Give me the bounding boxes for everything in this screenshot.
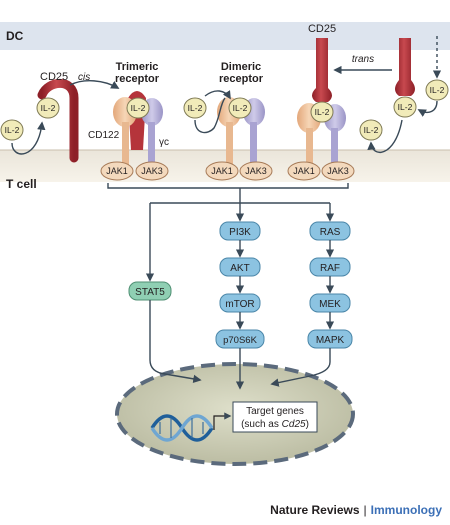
il2-free-mid-label: IL-2 [188, 103, 203, 113]
journal-section: Immunology [370, 503, 442, 517]
jak1-dimeric-label: JAK1 [211, 166, 233, 176]
target-genes-gene: Cd25 [282, 419, 306, 430]
jak1-trimeric-label: JAK1 [106, 166, 128, 176]
figure-credit: Nature Reviews|Immunology [0, 503, 442, 517]
mapk-to-nucleus [270, 348, 331, 387]
p70s6k-label: p70S6K [223, 335, 257, 346]
il2-dc-right-label: IL-2 [398, 102, 413, 112]
il2-trans-label: IL-2 [315, 107, 330, 117]
trimeric-receptor-label-1: Trimeric [116, 61, 159, 73]
target-genes-box [232, 401, 318, 433]
ras-label: RAS [320, 227, 341, 238]
mek-label: MEK [319, 299, 341, 310]
il2-dc-right [393, 96, 417, 118]
target-genes-line1: Target genes [246, 406, 304, 417]
receptor-bracket [107, 183, 349, 189]
jak3-trimeric [135, 161, 169, 181]
jak3-trans [321, 161, 355, 181]
target-genes-suffix: ) [306, 419, 309, 430]
il2-free-left-label: IL-2 [5, 125, 20, 135]
dimeric-receptor-label-2: receptor [219, 73, 264, 85]
pi3k-label: PI3K [229, 227, 251, 238]
pi3k-pathway: PI3K AKT mTOR p70S6K [215, 221, 265, 349]
il2-release-arrow [367, 119, 403, 153]
jak1-trans [287, 161, 321, 181]
il2-left-arrow [11, 121, 46, 155]
target-genes-line2: (such as Cd25) [241, 419, 309, 430]
il2-mid-arrow-top [204, 90, 231, 100]
mapk-label: MAPK [316, 335, 345, 346]
il2-free-right-label: IL-2 [364, 125, 379, 135]
cd122-trimeric-stalk [122, 122, 129, 172]
gamma-trimeric-stalk [148, 122, 155, 172]
il2-free-right [359, 119, 383, 141]
journal-name: Nature Reviews [270, 503, 360, 517]
raf-label: RAF [320, 263, 340, 274]
jak3-trimeric-label: JAK3 [141, 166, 163, 176]
gamma-dimeric-stalk [250, 122, 257, 172]
jak-pair-dimeric: JAK1 JAK3 [205, 161, 273, 181]
jak-pair-trimeric: JAK1 JAK3 [100, 161, 169, 181]
trimeric-receptor-label-2: receptor [115, 73, 160, 85]
trimeric-receptor: IL-2 [113, 91, 163, 172]
trans-label: trans [352, 54, 374, 65]
il2-mid-arrow [194, 97, 226, 134]
jak1-trans-label: JAK1 [293, 166, 315, 176]
jak1-dimeric [205, 161, 239, 181]
cd25-trans-label: CD25 [308, 23, 336, 35]
jak3-trans-label: JAK3 [327, 166, 349, 176]
transcription-start-arrow [213, 412, 232, 430]
credit-separator: | [363, 503, 367, 517]
cd25-cis-label: CD25 [40, 71, 68, 83]
il2-cis-bound-label: IL-2 [41, 103, 56, 113]
cd122-label: CD122 [88, 130, 120, 141]
jak1-trimeric [100, 161, 134, 181]
il2-far-right-label: IL-2 [430, 85, 445, 95]
dimeric-receptor: IL-2 [217, 97, 265, 172]
mtor-label: mTOR [225, 299, 254, 310]
il2-trimeric-label: IL-2 [131, 103, 146, 113]
t-cell-label: T cell [6, 177, 37, 191]
dna-strand-b [150, 414, 214, 442]
cis-label: cis [78, 72, 90, 83]
il2-cis-bound [36, 97, 60, 119]
dc-membrane-band [0, 22, 450, 50]
ras-pathway: RAS RAF MEK MAPK [307, 221, 353, 349]
il2-free-mid [183, 97, 207, 119]
cd122-dimeric-stalk [226, 122, 233, 172]
il2-rebind-arrow [417, 100, 438, 117]
gamma-c-label: γc [159, 137, 169, 148]
gamma-trans-stalk [331, 128, 338, 172]
jak3-dimeric [239, 161, 273, 181]
stat5-to-nucleus [149, 300, 202, 384]
akt-label: AKT [230, 263, 249, 274]
dna-helix [150, 414, 214, 442]
jak3-dimeric-label: JAK3 [245, 166, 267, 176]
target-genes-prefix: (such as [241, 419, 282, 430]
il2-trimeric [126, 97, 150, 119]
il2-free-left [0, 119, 24, 141]
dc-label: DC [6, 29, 24, 43]
il2-dimeric [228, 97, 252, 119]
jak-pair-trans: JAK1 JAK3 [287, 161, 355, 181]
stat5-label: STAT5 [135, 287, 165, 298]
il2-trans [310, 101, 334, 123]
cd122-trans-stalk [306, 128, 313, 172]
trans-receptor: IL-2 [297, 38, 346, 172]
cd25-dc-right [395, 38, 415, 96]
dimeric-receptor-label-1: Dimeric [221, 61, 261, 73]
il2-far-right [425, 79, 449, 101]
cis-arrow [69, 80, 120, 89]
cd25-cis-receptor [37, 78, 79, 163]
cd25-trans-dc [312, 38, 332, 102]
il2-dimeric-label: IL-2 [233, 103, 248, 113]
